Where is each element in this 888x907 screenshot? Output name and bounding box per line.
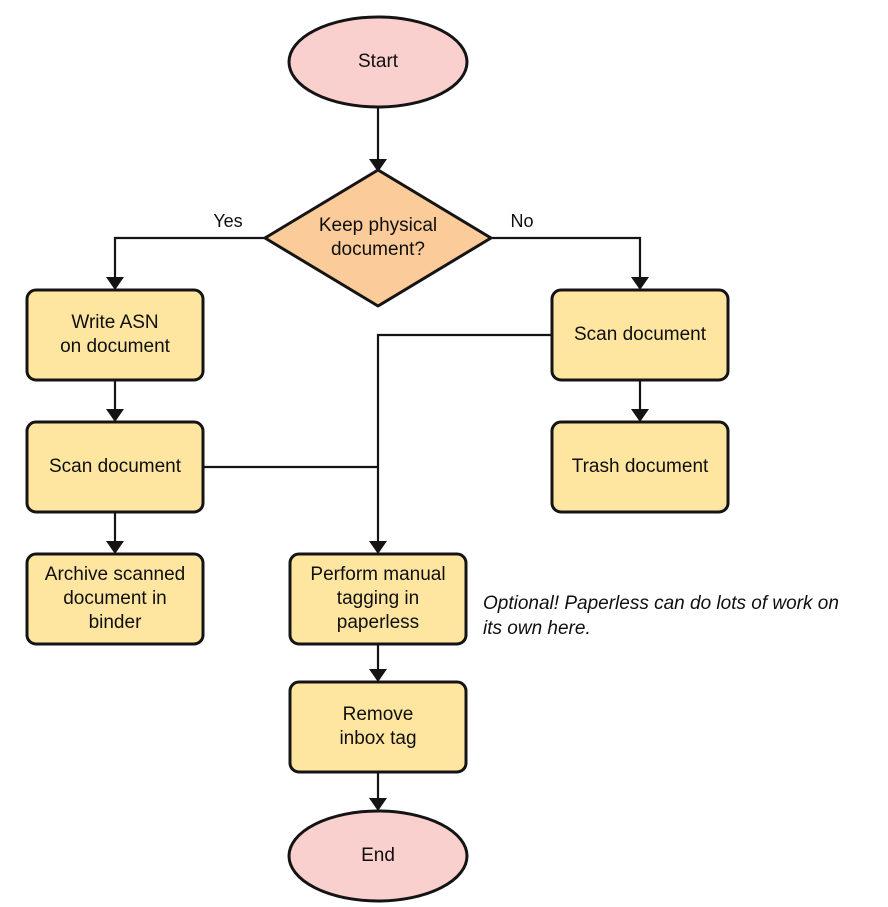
node-label-line: Archive scanned: [45, 564, 185, 585]
edge-remove-inbox-tag-to-end: [369, 772, 387, 811]
edge-arrowhead-icon: [369, 159, 387, 172]
node-start[interactable]: Start: [287, 15, 469, 109]
node-scan-document-left[interactable]: Scan document: [25, 420, 205, 514]
edge-start-to-decision: [369, 107, 387, 172]
edge-arrowhead-icon: [369, 798, 387, 811]
edge-scan-left-to-archive: [106, 512, 124, 554]
node-label-line: binder: [89, 612, 142, 633]
terminator-shape: [287, 809, 469, 903]
edge-scan-right-to-trash: [631, 380, 649, 422]
node-label-line: document?: [331, 239, 425, 260]
node-write-asn[interactable]: Write ASN on document: [25, 288, 205, 382]
node-label-line: Remove: [343, 704, 414, 725]
node-archive-binder[interactable]: Archive scanned document in binder: [25, 552, 205, 646]
node-label-line: End: [361, 845, 395, 866]
edge-arrowhead-icon: [106, 409, 124, 422]
edge-arrowhead-icon: [106, 541, 124, 554]
edge-arrowhead-icon: [631, 409, 649, 422]
edge-decision-no-to-scan-right: No: [491, 211, 649, 290]
process-shape: [25, 420, 205, 514]
node-label-line: paperless: [337, 612, 419, 633]
node-scan-document-right[interactable]: Scan document: [550, 288, 730, 382]
edge-arrowhead-icon: [106, 277, 124, 290]
edge-write-asn-to-scan-left: [106, 380, 124, 422]
node-trash-document[interactable]: Trash document: [550, 420, 730, 514]
edges-layer: Yes No: [106, 107, 649, 811]
node-label-line: inbox tag: [339, 728, 416, 749]
edge-arrowhead-icon: [369, 669, 387, 682]
process-shape: [288, 552, 468, 646]
node-label-line: Trash document: [572, 456, 709, 477]
node-label-line: Scan document: [49, 456, 182, 477]
node-keep-physical[interactable]: Keep physical document?: [263, 168, 493, 308]
node-label-line: tagging in: [337, 588, 419, 609]
node-remove-inbox-tag[interactable]: Remove inbox tag: [288, 680, 468, 774]
node-label-line: Start: [358, 51, 399, 72]
node-label-line: Scan document: [574, 324, 707, 345]
process-shape: [288, 680, 468, 774]
node-label-line: Perform manual: [310, 564, 445, 585]
annotation-line: Optional! Paperless can do lots of work …: [483, 593, 839, 614]
edge-arrowhead-icon: [631, 277, 649, 290]
annotations-layer: Optional! Paperless can do lots of work …: [483, 593, 839, 639]
process-shape: [25, 552, 205, 646]
edge-arrowhead-icon: [369, 541, 387, 554]
edge-line: [376, 333, 552, 548]
node-label-line: on document: [60, 336, 171, 357]
annotation-line: its own here.: [483, 618, 591, 639]
edge-line: [491, 236, 642, 284]
annotation-paperless-optional-note: Optional! Paperless can do lots of work …: [483, 593, 839, 639]
edge-label: No: [510, 211, 533, 231]
edge-label: Yes: [213, 211, 242, 231]
node-label-line: Keep physical: [319, 215, 437, 236]
process-shape: [550, 420, 730, 514]
edge-scan-right-to-manual-tagging: [369, 333, 552, 554]
node-manual-tagging[interactable]: Perform manual tagging in paperless: [288, 552, 468, 646]
decision-shape: [263, 168, 493, 308]
node-label-line: document in: [63, 588, 167, 609]
edge-manual-tagging-to-remove-inbox-tag: [369, 644, 387, 682]
process-shape: [550, 288, 730, 382]
node-label-line: Write ASN: [71, 312, 158, 333]
edge-line: [113, 236, 265, 284]
terminator-shape: [287, 15, 469, 109]
edge-decision-yes-to-write-asn: Yes: [106, 211, 265, 290]
node-end[interactable]: End: [287, 809, 469, 903]
process-shape: [25, 288, 205, 382]
